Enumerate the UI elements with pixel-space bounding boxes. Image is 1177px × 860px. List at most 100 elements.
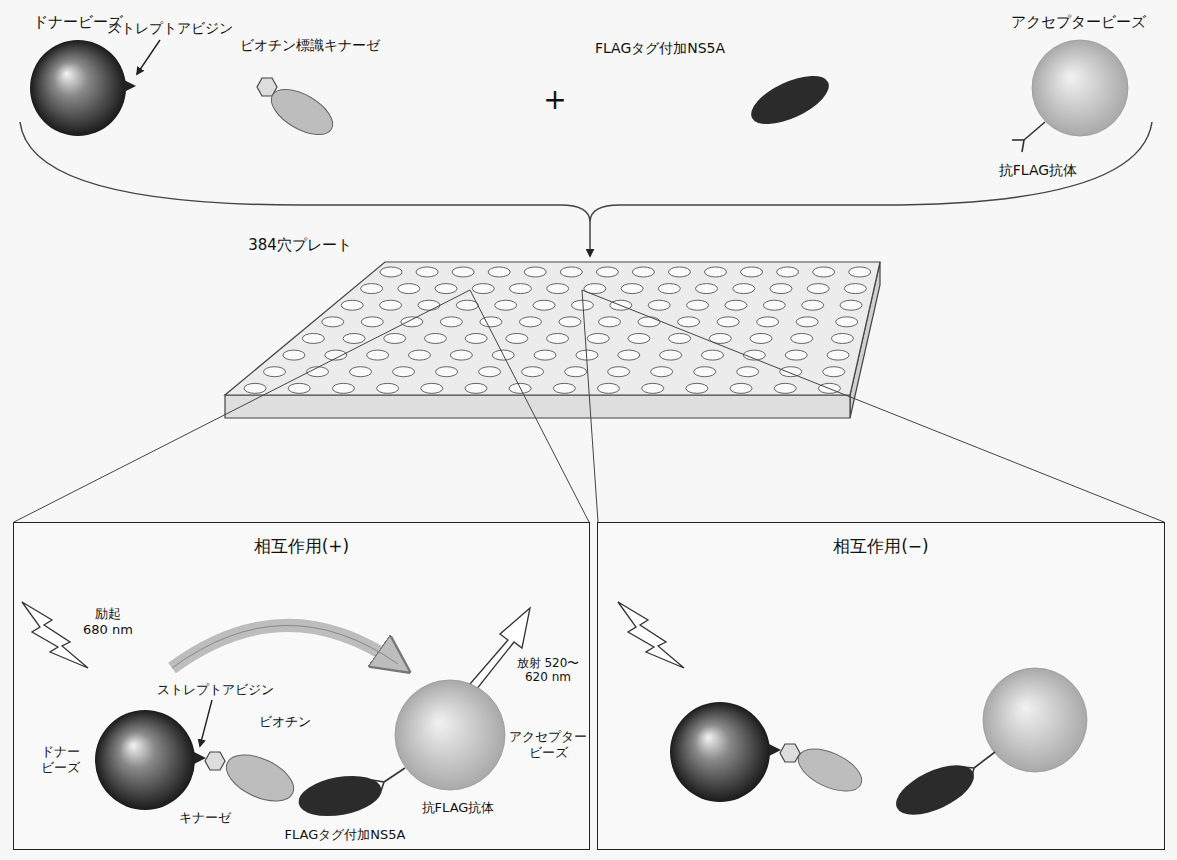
well [547, 333, 569, 343]
well [302, 333, 324, 343]
well [436, 367, 458, 377]
plate-label: 384穴プレート [248, 236, 352, 254]
well [642, 383, 664, 393]
well [380, 267, 402, 277]
well [725, 300, 747, 310]
well [361, 317, 383, 327]
well [849, 267, 871, 277]
well [479, 367, 501, 377]
well [435, 284, 457, 294]
well [350, 367, 372, 377]
molecule-label: ビオチン標識キナーゼ [240, 37, 380, 54]
well [565, 367, 587, 377]
well [836, 317, 858, 327]
well [587, 333, 609, 343]
panel-ground [13, 522, 590, 850]
well-plate [225, 262, 880, 418]
panel-box: 相互作用(+) [13, 522, 590, 850]
well [651, 367, 673, 377]
well [560, 267, 582, 277]
well [332, 383, 354, 393]
leader-line [14, 290, 1164, 522]
biotin-kinase [257, 78, 340, 144]
well [288, 383, 310, 393]
well [393, 367, 415, 377]
well [621, 284, 643, 294]
panel-box: 相互作用(−) [597, 522, 1165, 850]
molecule-label: キナーゼ [179, 810, 231, 826]
well [244, 383, 266, 393]
well [472, 284, 494, 294]
emission-label: 放射 520〜620 nm [509, 656, 587, 685]
well [440, 317, 462, 327]
well [750, 333, 772, 343]
panel-heading: 相互作用(−) [598, 535, 1164, 558]
well [785, 350, 807, 360]
well [534, 350, 556, 360]
well [596, 267, 618, 277]
well [757, 317, 779, 327]
well [450, 350, 472, 360]
well [465, 333, 487, 343]
bead-label: ドナー ビーズ [38, 744, 82, 775]
well [559, 317, 581, 327]
well [618, 350, 640, 360]
well [780, 367, 802, 377]
well [668, 267, 690, 277]
well [533, 300, 555, 310]
well [694, 367, 716, 377]
well [632, 267, 654, 277]
bead-label: アクセプタービーズ [1011, 13, 1146, 31]
well [377, 383, 399, 393]
well [553, 383, 575, 393]
donor-bead [30, 40, 160, 136]
well [608, 367, 630, 377]
molecule-label: 抗FLAG抗体 [422, 800, 495, 816]
well [488, 267, 510, 277]
well [424, 333, 446, 343]
acceptor-bead [1012, 40, 1128, 152]
well [599, 317, 621, 327]
molecule-label: FLAGタグ付加NS5A [285, 827, 406, 843]
well [452, 267, 474, 277]
well [524, 267, 546, 277]
well [717, 317, 739, 327]
well [774, 383, 796, 393]
molecule-label: ストレプトアビジン [157, 682, 274, 698]
plus-sign: + [543, 83, 566, 117]
well [418, 300, 440, 310]
well [380, 300, 402, 310]
well [456, 300, 478, 310]
molecule-label: 抗FLAG抗体 [999, 162, 1077, 179]
well [401, 317, 423, 327]
well [770, 284, 792, 294]
well [398, 284, 420, 294]
arrow [589, 222, 591, 256]
well [480, 317, 502, 327]
well [702, 350, 724, 360]
panel-ground [597, 522, 1165, 850]
well [737, 367, 759, 377]
well [519, 317, 541, 327]
well [409, 350, 431, 360]
well [283, 350, 305, 360]
well [807, 284, 829, 294]
well [840, 300, 862, 310]
well [669, 333, 691, 343]
well [827, 350, 849, 360]
well [341, 300, 363, 310]
well [696, 284, 718, 294]
well [367, 350, 389, 360]
interaction-illustration [22, 602, 530, 822]
well [813, 267, 835, 277]
no-interaction-illustration [618, 602, 1087, 825]
well [730, 383, 752, 393]
well [796, 317, 818, 327]
well [343, 333, 365, 343]
well [831, 333, 853, 343]
molecule-label: ストレプトアビジン [107, 20, 233, 37]
molecule-label: FLAGタグ付加NS5A [595, 40, 725, 57]
